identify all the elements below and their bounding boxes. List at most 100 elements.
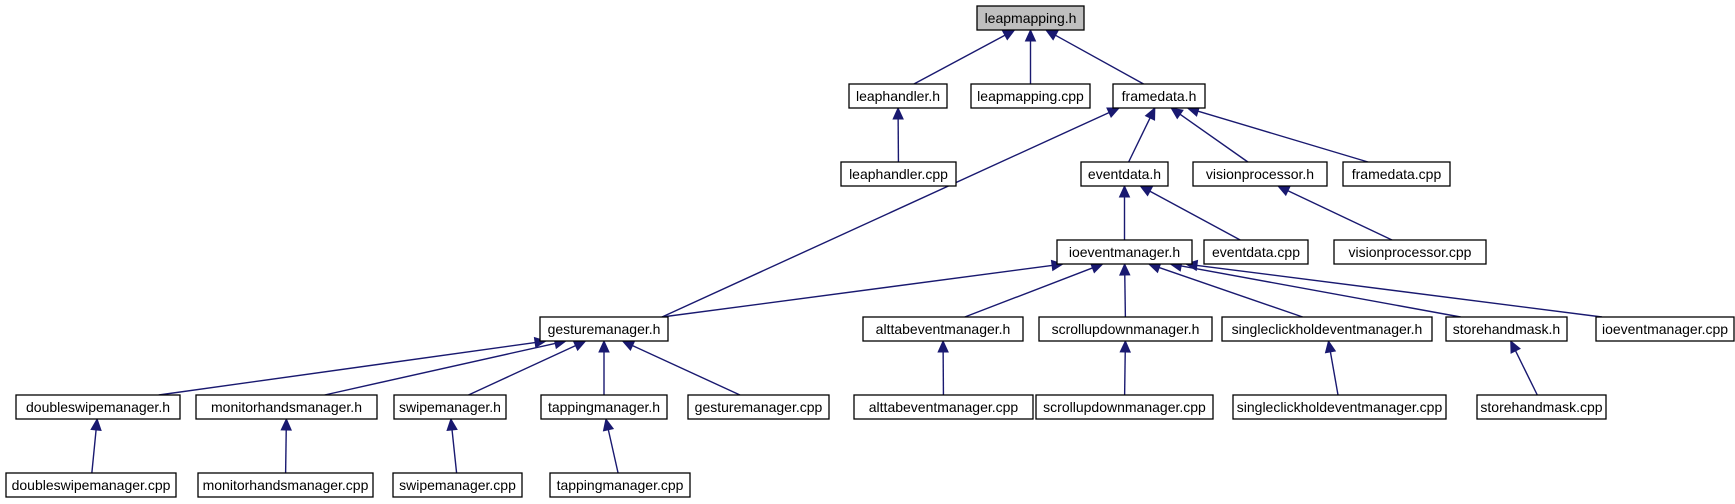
node-box[interactable] — [1038, 316, 1213, 342]
node-leapmapping-h[interactable]: leapmapping.h — [976, 5, 1085, 31]
node-box[interactable] — [853, 394, 1034, 420]
node-eventdata-h[interactable]: eventdata.h — [1080, 161, 1169, 187]
node-tappingmanager-cpp[interactable]: tappingmanager.cpp — [549, 472, 691, 498]
node-label: scrollupdownmanager.cpp — [1043, 399, 1206, 415]
edge-line — [964, 267, 1093, 318]
node-leaphandler-h[interactable]: leaphandler.h — [848, 83, 948, 109]
arrow-head-icon — [90, 417, 102, 432]
node-label: leapmapping.cpp — [977, 88, 1084, 104]
node-framedata-h[interactable]: framedata.h — [1112, 83, 1206, 109]
arrow-head-icon — [1119, 339, 1131, 353]
node-box[interactable] — [393, 394, 507, 420]
node-doubleswipemanager-cpp[interactable]: doubleswipemanager.cpp — [5, 472, 177, 498]
edge-line — [1197, 110, 1369, 163]
node-box[interactable] — [5, 472, 177, 498]
node-doubleswipemanager-h[interactable]: doubleswipemanager.h — [15, 394, 181, 420]
node-box[interactable] — [970, 83, 1091, 109]
node-scrollupdownmanager-cpp[interactable]: scrollupdownmanager.cpp — [1035, 394, 1214, 420]
node-storehandmask-cpp[interactable]: storehandmask.cpp — [1476, 394, 1607, 420]
node-box[interactable] — [1333, 239, 1487, 265]
node-box[interactable] — [1342, 161, 1451, 187]
node-leaphandler-cpp[interactable]: leaphandler.cpp — [840, 161, 957, 187]
node-label: framedata.h — [1122, 88, 1197, 104]
node-box[interactable] — [1221, 316, 1433, 342]
node-box[interactable] — [840, 161, 957, 187]
node-label: visionprocessor.h — [1206, 166, 1314, 182]
node-box[interactable] — [197, 472, 374, 498]
node-box[interactable] — [1232, 394, 1447, 420]
node-alttabeventmanager-cpp[interactable]: alttabeventmanager.cpp — [853, 394, 1034, 420]
edge-ioeventmanager_cpp-to-ioeventmanager_h — [1184, 259, 1603, 318]
edge-line — [632, 344, 741, 396]
edge-line — [158, 341, 536, 396]
node-label: doubleswipemanager.h — [26, 399, 170, 415]
arrow-head-icon — [1510, 339, 1521, 354]
arrow-head-icon — [1139, 185, 1154, 197]
node-alttabeventmanager-h[interactable]: alttabeventmanager.h — [862, 316, 1024, 342]
arrow-head-icon — [1170, 107, 1184, 120]
node-label: alttabeventmanager.cpp — [869, 399, 1019, 415]
node-ioeventmanager-h[interactable]: ioeventmanager.h — [1056, 239, 1193, 265]
node-box[interactable] — [848, 83, 948, 109]
node-box[interactable] — [549, 472, 691, 498]
edge-gesturemanager_cpp-to-gesturemanager_h — [621, 340, 741, 396]
node-box[interactable] — [195, 394, 378, 420]
edge-swipemanager_cpp-to-swipemanager_h — [446, 417, 458, 474]
node-label: doubleswipemanager.cpp — [12, 477, 171, 493]
node-box[interactable] — [1203, 239, 1309, 265]
edge-line — [1181, 265, 1461, 318]
edge-line — [1055, 34, 1144, 85]
node-label: ioeventmanager.cpp — [1602, 321, 1728, 337]
edge-singleclickholdeventmanager_h-to-ioeventmanager_h — [1147, 262, 1303, 318]
arrow-head-icon — [621, 340, 636, 352]
node-eventdata-cpp[interactable]: eventdata.cpp — [1203, 239, 1309, 265]
node-swipemanager-h[interactable]: swipemanager.h — [393, 394, 507, 420]
node-box[interactable] — [1056, 239, 1193, 265]
node-box[interactable] — [976, 5, 1085, 31]
node-box[interactable] — [15, 394, 181, 420]
edge-eventdata_cpp-to-eventdata_h — [1139, 185, 1241, 241]
node-visionprocessor-cpp[interactable]: visionprocessor.cpp — [1333, 239, 1487, 265]
arrow-head-icon — [937, 339, 949, 353]
node-singleclickholdeventmanager-cpp[interactable]: singleclickholdeventmanager.cpp — [1232, 394, 1447, 420]
node-leapmapping-cpp[interactable]: leapmapping.cpp — [970, 83, 1091, 109]
node-box[interactable] — [1112, 83, 1206, 109]
arrow-head-icon — [1089, 262, 1104, 274]
node-box[interactable] — [862, 316, 1024, 342]
node-box[interactable] — [392, 472, 523, 498]
node-box[interactable] — [1445, 316, 1568, 342]
node-box[interactable] — [539, 316, 669, 342]
node-monitorhandsmanager-cpp[interactable]: monitorhandsmanager.cpp — [197, 472, 374, 498]
node-storehandmask-h[interactable]: storehandmask.h — [1445, 316, 1568, 342]
node-box[interactable] — [1192, 161, 1328, 187]
arrow-head-icon — [1001, 29, 1016, 41]
edge-line — [1179, 113, 1249, 163]
edge-line — [1196, 264, 1603, 318]
node-box[interactable] — [540, 394, 668, 420]
node-box[interactable] — [1035, 394, 1214, 420]
arrow-head-icon — [598, 339, 610, 353]
arrow-head-icon — [1144, 106, 1156, 121]
node-box[interactable] — [1476, 394, 1607, 420]
node-box[interactable] — [1595, 316, 1735, 342]
edge-line — [1329, 351, 1339, 396]
node-label: gesturemanager.cpp — [695, 399, 823, 415]
node-gesturemanager-cpp[interactable]: gesturemanager.cpp — [687, 394, 830, 420]
node-label: swipemanager.h — [399, 399, 501, 415]
node-label: ioeventmanager.h — [1069, 244, 1180, 260]
edge-line — [91, 429, 97, 474]
node-ioeventmanager-cpp[interactable]: ioeventmanager.cpp — [1595, 316, 1735, 342]
node-tappingmanager-h[interactable]: tappingmanager.h — [540, 394, 668, 420]
node-framedata-cpp[interactable]: framedata.cpp — [1342, 161, 1451, 187]
node-swipemanager-cpp[interactable]: swipemanager.cpp — [392, 472, 523, 498]
node-visionprocessor-h[interactable]: visionprocessor.h — [1192, 161, 1328, 187]
edge-line — [1128, 117, 1151, 163]
node-singleclickholdeventmanager-h[interactable]: singleclickholdeventmanager.h — [1221, 316, 1433, 342]
node-monitorhandsmanager-h[interactable]: monitorhandsmanager.h — [195, 394, 378, 420]
node-gesturemanager-h[interactable]: gesturemanager.h — [539, 316, 669, 342]
node-box[interactable] — [687, 394, 830, 420]
node-box[interactable] — [1080, 161, 1169, 187]
edge-line — [468, 344, 576, 396]
node-scrollupdownmanager-h[interactable]: scrollupdownmanager.h — [1038, 316, 1213, 342]
edge-tappingmanager_h-to-gesturemanager_h — [598, 339, 610, 395]
